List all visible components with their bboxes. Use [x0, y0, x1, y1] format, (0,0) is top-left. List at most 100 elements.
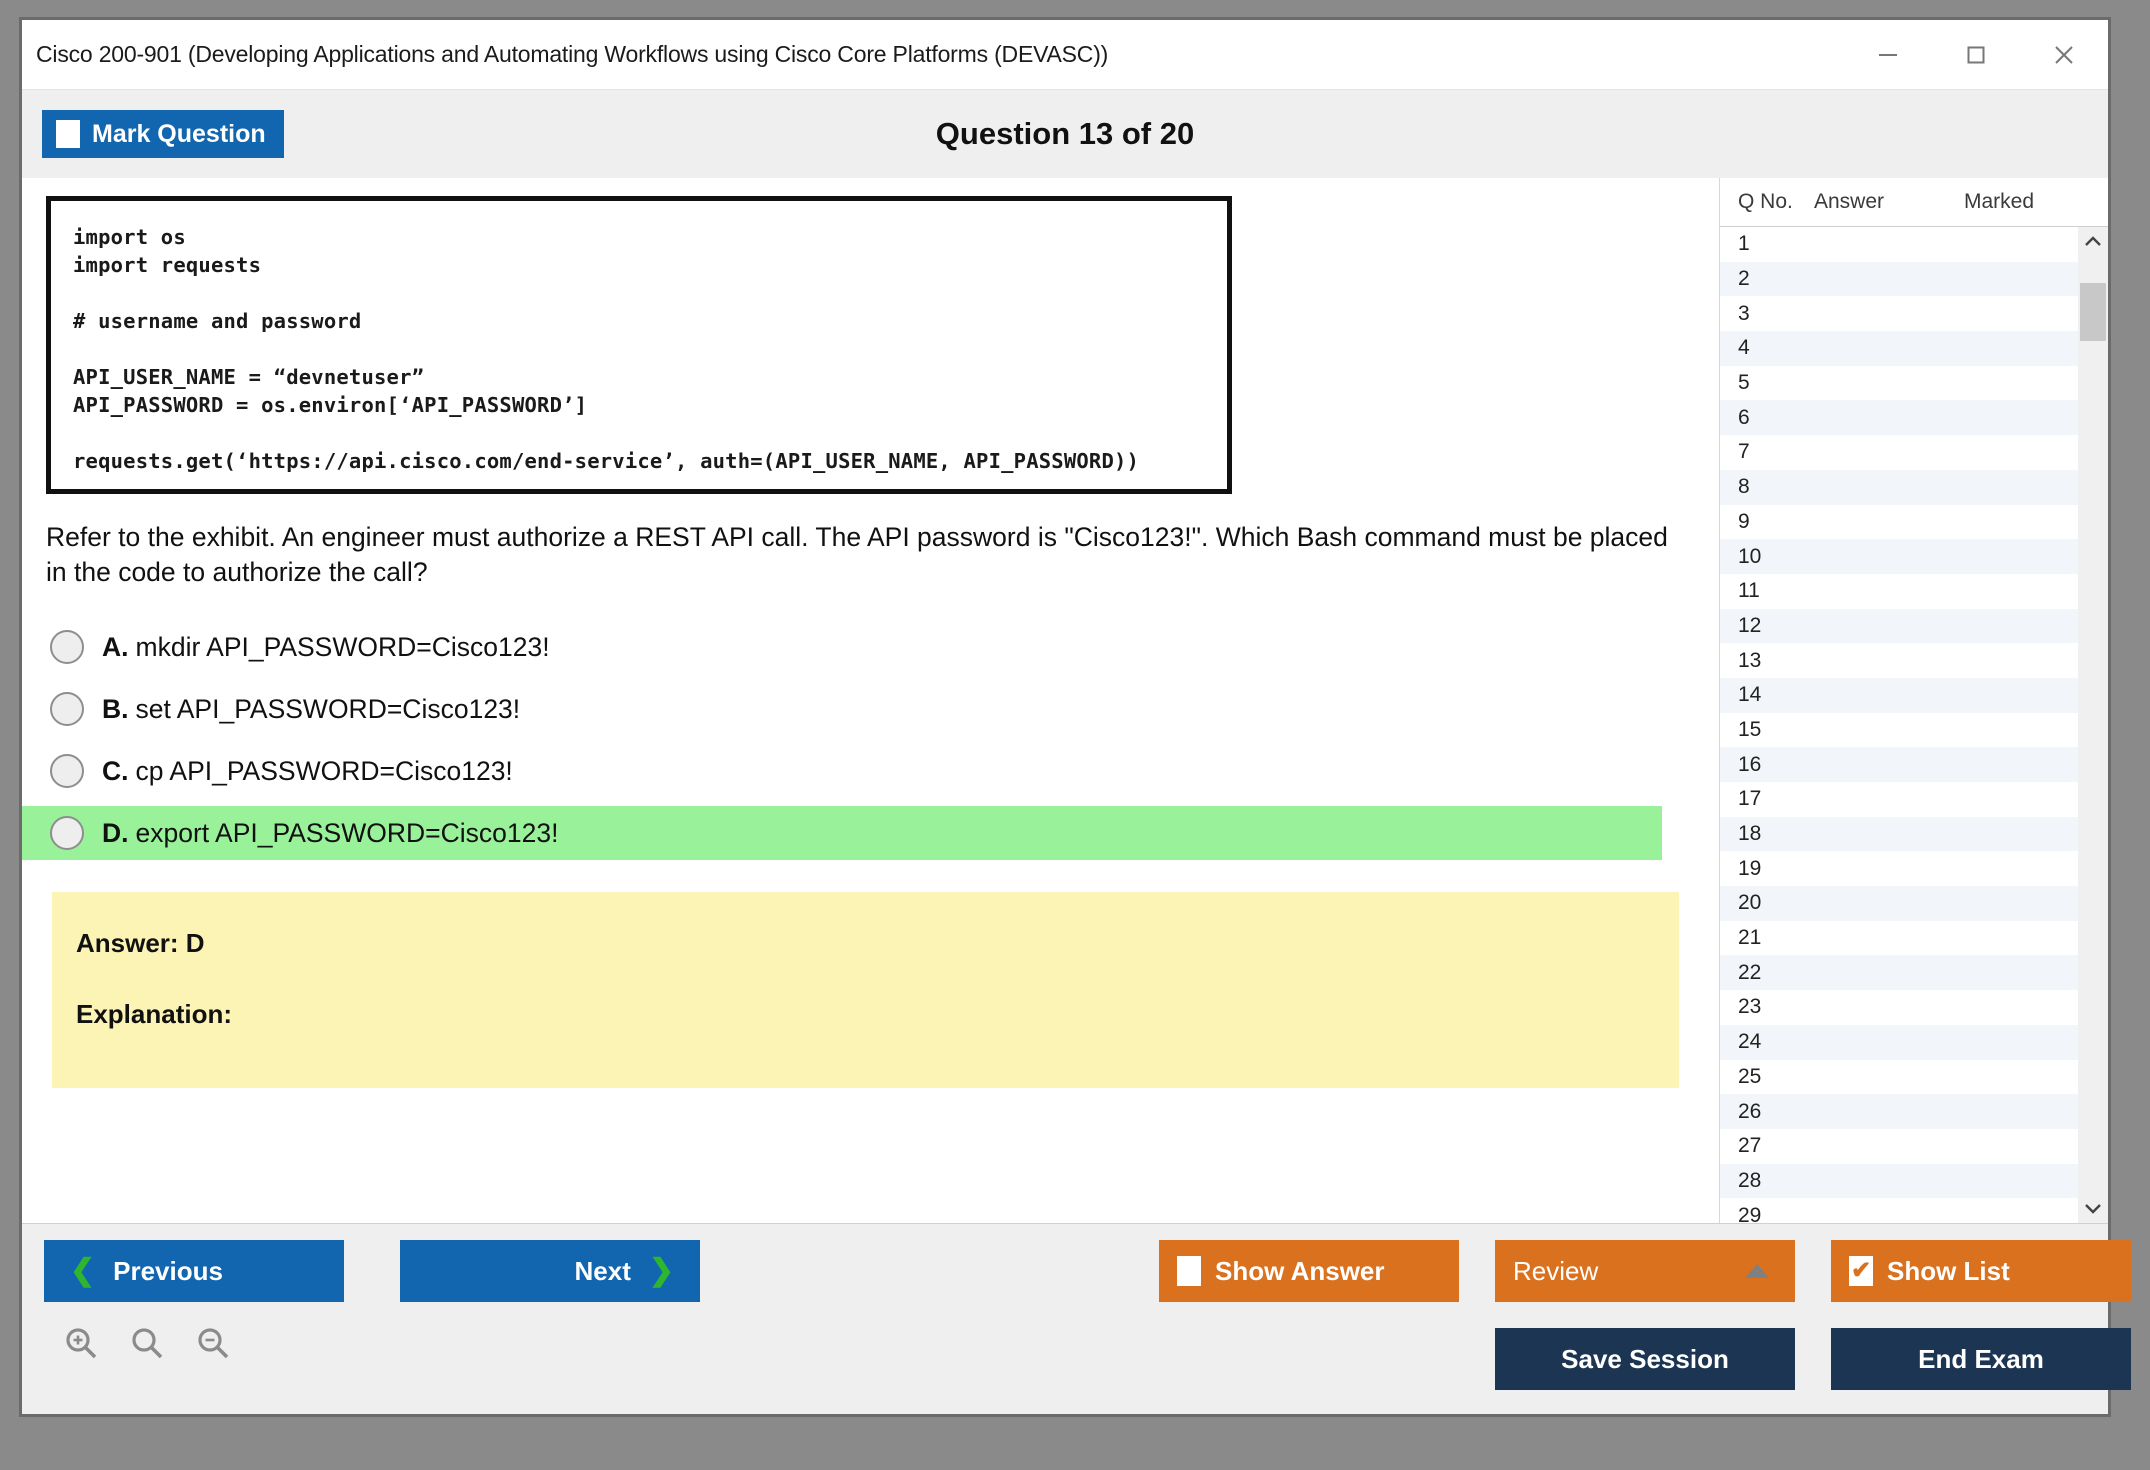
- question-number: 15: [1738, 717, 1762, 741]
- question-list-row[interactable]: 23: [1720, 990, 2078, 1025]
- mark-question-button[interactable]: Mark Question: [42, 110, 284, 158]
- question-list-row[interactable]: 9: [1720, 504, 2078, 540]
- question-list-row[interactable]: 12: [1720, 608, 2078, 644]
- question-number: 29: [1738, 1203, 1762, 1223]
- question-list-row[interactable]: 21: [1720, 920, 2078, 956]
- end-exam-button[interactable]: End Exam: [1831, 1328, 2131, 1390]
- zoom-reset-icon[interactable]: [128, 1324, 168, 1369]
- chevron-up-icon[interactable]: [2078, 227, 2108, 257]
- radio-button-a[interactable]: [50, 630, 84, 664]
- question-list-row[interactable]: 7: [1720, 435, 2078, 470]
- question-list-row[interactable]: 27: [1720, 1128, 2078, 1164]
- question-list-row[interactable]: 17: [1720, 782, 2078, 817]
- answer-options-list: A. mkdir API_PASSWORD=Cisco123! B. set A…: [22, 620, 1719, 860]
- question-number: 10: [1738, 544, 1762, 568]
- question-list-row[interactable]: 24: [1720, 1024, 2078, 1060]
- question-number: 26: [1738, 1099, 1762, 1123]
- option-letter-a: A.: [102, 631, 129, 662]
- answer-explanation-box: Answer: D Explanation:: [52, 892, 1679, 1088]
- option-text-b: set API_PASSWORD=Cisco123!: [135, 693, 521, 724]
- review-dropdown[interactable]: Review: [1495, 1240, 1795, 1302]
- mark-question-label: Mark Question: [92, 119, 266, 148]
- title-bar: Cisco 200-901 (Developing Applications a…: [22, 20, 2108, 90]
- question-list-header: Q No. Answer Marked: [1720, 178, 2108, 227]
- review-label: Review: [1513, 1255, 1599, 1286]
- save-session-button[interactable]: Save Session: [1495, 1328, 1795, 1390]
- question-list-row[interactable]: 8: [1720, 469, 2078, 505]
- question-list-row[interactable]: 3: [1720, 296, 2078, 332]
- option-text-a: mkdir API_PASSWORD=Cisco123!: [135, 631, 550, 662]
- previous-button[interactable]: ❮ Previous: [44, 1240, 344, 1302]
- question-list-row[interactable]: 10: [1720, 539, 2078, 574]
- question-list-row[interactable]: 6: [1720, 400, 2078, 436]
- option-row-c[interactable]: C. cp API_PASSWORD=Cisco123!: [22, 744, 1662, 798]
- scrollbar-thumb[interactable]: [2080, 283, 2106, 341]
- option-letter-b: B.: [102, 693, 129, 724]
- show-answer-label: Show Answer: [1215, 1255, 1385, 1286]
- zoom-out-icon[interactable]: [194, 1324, 234, 1369]
- question-number: 18: [1738, 822, 1762, 846]
- zoom-controls: [62, 1324, 234, 1369]
- question-list-row[interactable]: 2: [1720, 261, 2078, 297]
- mark-question-checkbox-icon[interactable]: [56, 120, 80, 148]
- next-button[interactable]: Next ❯: [400, 1240, 700, 1302]
- question-number: 20: [1738, 891, 1762, 915]
- triangle-up-icon: [1745, 1264, 1769, 1278]
- sidebar-scrollbar[interactable]: [2078, 227, 2108, 1223]
- footer-toolbar: ❮ Previous Next ❯ Show Answer Review ✔ S…: [22, 1223, 2131, 1414]
- question-number: 9: [1738, 509, 1750, 533]
- question-list-row[interactable]: 25: [1720, 1059, 2078, 1095]
- question-list-row[interactable]: 15: [1720, 712, 2078, 748]
- question-list-row[interactable]: 26: [1720, 1094, 2078, 1129]
- show-answer-checkbox-icon[interactable]: [1177, 1256, 1201, 1286]
- question-number: 6: [1738, 405, 1750, 429]
- question-number: 25: [1738, 1064, 1762, 1088]
- option-row-a[interactable]: A. mkdir API_PASSWORD=Cisco123!: [22, 620, 1662, 674]
- question-list-row[interactable]: 13: [1720, 643, 2078, 678]
- question-list-row[interactable]: 14: [1720, 677, 2078, 713]
- minimize-icon[interactable]: [1844, 20, 1932, 89]
- question-number: 28: [1738, 1168, 1762, 1192]
- question-list-row[interactable]: 29: [1720, 1198, 2078, 1223]
- option-row-b[interactable]: B. set API_PASSWORD=Cisco123!: [22, 682, 1662, 736]
- show-list-button[interactable]: ✔ Show List: [1831, 1240, 2131, 1302]
- answer-line: Answer: D: [76, 928, 205, 958]
- question-number: 7: [1738, 440, 1750, 464]
- question-number: 14: [1738, 683, 1762, 707]
- zoom-in-icon[interactable]: [62, 1324, 102, 1369]
- option-row-d[interactable]: D. export API_PASSWORD=Cisco123!: [22, 806, 1662, 860]
- chevron-down-icon[interactable]: [2078, 1193, 2108, 1223]
- question-number: 5: [1738, 371, 1750, 395]
- question-list-row[interactable]: 22: [1720, 955, 2078, 991]
- maximize-icon[interactable]: [1932, 20, 2020, 89]
- save-session-label: Save Session: [1561, 1343, 1729, 1374]
- question-list-row[interactable]: 5: [1720, 365, 2078, 401]
- previous-label: Previous: [113, 1255, 223, 1286]
- question-list-row[interactable]: 20: [1720, 886, 2078, 921]
- question-list-row[interactable]: 1: [1720, 227, 2078, 262]
- question-list-row[interactable]: 16: [1720, 747, 2078, 782]
- question-list-row[interactable]: 18: [1720, 816, 2078, 852]
- question-number: 12: [1738, 613, 1762, 637]
- exhibit-code: import os import requests # username and…: [73, 225, 1140, 473]
- page-title: Question 13 of 20: [935, 116, 1195, 151]
- radio-button-d[interactable]: [50, 816, 84, 850]
- radio-button-b[interactable]: [50, 692, 84, 726]
- question-list-row[interactable]: 28: [1720, 1163, 2078, 1199]
- show-list-label: Show List: [1887, 1255, 2010, 1286]
- window-title: Cisco 200-901 (Developing Applications a…: [36, 41, 1109, 67]
- question-number: 1: [1738, 232, 1750, 256]
- show-list-checkbox-icon[interactable]: ✔: [1849, 1256, 1873, 1286]
- option-letter-c: C.: [102, 755, 129, 786]
- close-icon[interactable]: [2020, 20, 2108, 89]
- question-number: 19: [1738, 856, 1762, 880]
- question-list-row[interactable]: 4: [1720, 331, 2078, 366]
- explanation-line: Explanation:: [76, 999, 233, 1029]
- show-answer-button[interactable]: Show Answer: [1159, 1240, 1459, 1302]
- radio-button-c[interactable]: [50, 754, 84, 788]
- question-list-row[interactable]: 11: [1720, 573, 2078, 609]
- option-text-c: cp API_PASSWORD=Cisco123!: [135, 755, 513, 786]
- question-number: 4: [1738, 336, 1750, 360]
- question-list-row[interactable]: 19: [1720, 851, 2078, 887]
